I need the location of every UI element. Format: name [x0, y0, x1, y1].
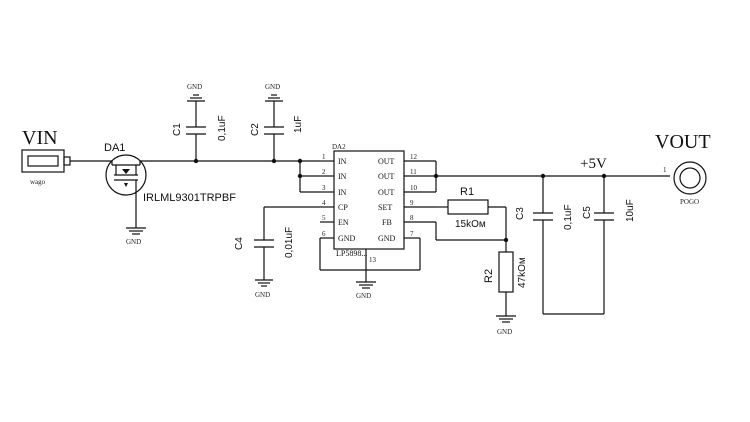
- ic-part-number: LP5898...: [336, 249, 367, 258]
- c1-gnd-label: GND: [187, 83, 202, 91]
- vout-label: VOUT: [655, 131, 711, 153]
- capacitor-c2: GND C2 1uF: [250, 83, 304, 161]
- vout-connector: VOUT 1 POGO: [655, 131, 711, 206]
- c5-value: 10uF: [625, 199, 636, 222]
- svg-text:5: 5: [322, 214, 326, 222]
- c2-value: 1uF: [293, 116, 304, 133]
- ic-pin-gnd-left: GND: [338, 234, 356, 243]
- r2-ref: R2: [483, 269, 495, 283]
- svg-text:12: 12: [410, 153, 418, 161]
- svg-text:11: 11: [410, 168, 417, 176]
- rail-label: +5V: [580, 156, 607, 172]
- mosfet-circle: [105, 154, 147, 196]
- svg-text:GND: GND: [255, 291, 270, 299]
- svg-text:8: 8: [410, 214, 414, 222]
- ic-pin-fb: FB: [382, 218, 392, 227]
- ic-pin-out-10: OUT: [378, 188, 395, 197]
- pogo-inner: [679, 167, 701, 189]
- vin-connector: VIN wago: [21, 127, 71, 186]
- r1-ref: R1: [460, 186, 474, 198]
- wago-pin: [63, 156, 71, 166]
- gnd-symbol-da1: GND: [126, 227, 146, 246]
- c1-ref: C1: [172, 123, 183, 136]
- r2-body: [498, 251, 514, 293]
- ic-pin-in-3: IN: [338, 188, 347, 197]
- capacitor-c4: GND C4 0,01uF: [234, 206, 320, 299]
- da2-ref: DA2: [332, 143, 346, 151]
- c3-value: 0,1uF: [563, 204, 574, 230]
- wago-slot: [27, 155, 59, 167]
- svg-text:13: 13: [369, 256, 377, 264]
- ic-pin-set: SET: [378, 203, 392, 212]
- gnd-label: GND: [126, 238, 141, 246]
- vout-sub-label: POGO: [680, 198, 699, 206]
- resistor-r2: GND R2 47kOм: [483, 240, 528, 336]
- mosfet-gate-arrow: [124, 183, 128, 187]
- ic-body: [333, 150, 405, 250]
- capacitor-c3: C3 0,1uF: [515, 176, 574, 314]
- svg-text:3: 3: [322, 184, 326, 192]
- svg-text:6: 6: [322, 230, 326, 238]
- svg-text:GND: GND: [497, 328, 512, 336]
- vin-sub-label: wago: [30, 178, 46, 186]
- svg-text:1: 1: [322, 153, 326, 161]
- gnd-symbol-ic: GND: [356, 272, 376, 300]
- c5-ref: C5: [582, 206, 593, 219]
- r1-value: 15kOм: [455, 219, 486, 230]
- ic-pin-out-12: OUT: [378, 157, 395, 166]
- mosfet-da1: DA1 IRLML9301TRPBF: [70, 142, 236, 228]
- svg-text:7: 7: [410, 230, 414, 238]
- ic-pin-out-11: OUT: [378, 172, 395, 181]
- r1-body: [447, 199, 489, 215]
- da1-ref: DA1: [104, 142, 125, 154]
- capacitor-c1: GND C1 0,1uF: [172, 83, 228, 161]
- svg-text:10: 10: [410, 184, 418, 192]
- c2-gnd-label: GND: [265, 83, 280, 91]
- vin-label: VIN: [22, 127, 58, 149]
- svg-text:4: 4: [322, 199, 326, 207]
- ic-pin-cp: CP: [338, 203, 348, 212]
- ic-da2: DA2 1 2 3 4 5 6 IN IN IN CP EN GND 12 11…: [320, 143, 436, 272]
- capacitor-c5: C5 10uF: [582, 176, 636, 314]
- svg-text:GND: GND: [356, 292, 371, 300]
- c3-ref: C3: [515, 207, 526, 220]
- c1-value: 0,1uF: [217, 115, 228, 141]
- ic-pin-in-1: IN: [338, 157, 347, 166]
- svg-text:2: 2: [322, 168, 326, 176]
- da1-part: IRLML9301TRPBF: [143, 192, 236, 204]
- r2-value: 47kOм: [517, 257, 528, 288]
- svg-text:1: 1: [663, 166, 667, 174]
- mosfet-diode-arrow: [122, 169, 130, 174]
- c2-ref: C2: [250, 123, 261, 136]
- c4-value: 0,01uF: [284, 227, 295, 258]
- ic-pin-en: EN: [338, 218, 349, 227]
- c4-ref: C4: [234, 237, 245, 250]
- svg-text:9: 9: [410, 199, 414, 207]
- pogo-outer: [673, 161, 707, 195]
- ic-pin-in-2: IN: [338, 172, 347, 181]
- resistor-r1: R1 15kOм: [436, 186, 507, 240]
- ic-pin-gnd-right: GND: [378, 234, 396, 243]
